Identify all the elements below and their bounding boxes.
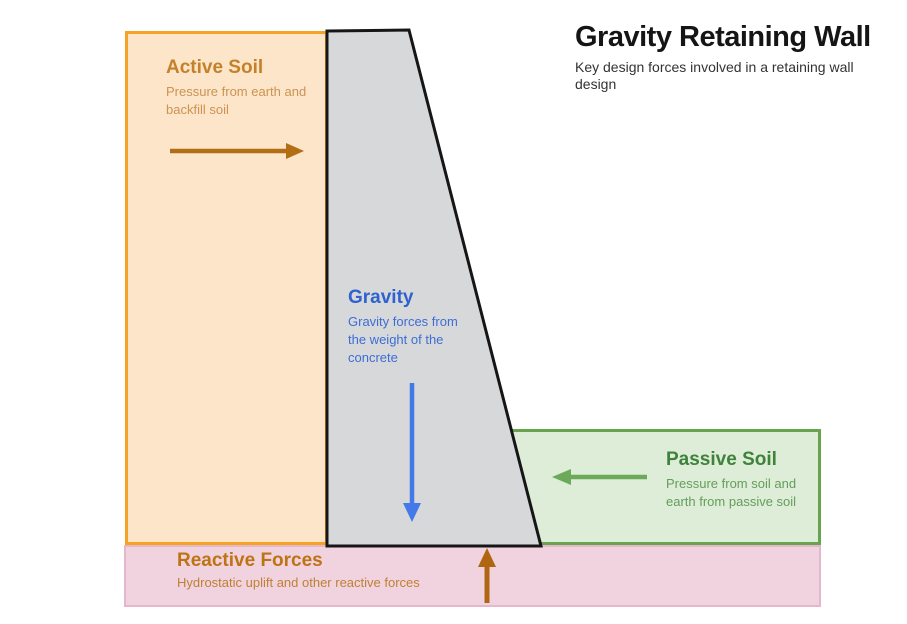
passive-soil-description: Pressure from soil and earth from passiv…	[666, 475, 797, 510]
passive-soil-heading: Passive Soil	[666, 449, 777, 470]
gravity-arrow-icon	[403, 383, 421, 522]
reactive-forces-description: Hydrostatic uplift and other reactive fo…	[177, 574, 420, 590]
reactive-forces-heading: Reactive Forces	[177, 550, 323, 571]
reactive-forces-label: Reactive Forces Hydrostatic uplift and o…	[177, 550, 597, 592]
gravity-description: Gravity forces from the weight of the co…	[348, 313, 458, 366]
reactive-forces-region	[124, 545, 821, 607]
title-block: Gravity Retaining Wall Key design forces…	[575, 21, 890, 94]
active-soil-region	[125, 31, 328, 545]
page-subtitle: Key design forces involved in a retainin…	[575, 58, 854, 93]
active-soil-description: Pressure from earth and backfill soil	[166, 83, 307, 118]
active-soil-label: Active Soil Pressure from earth and back…	[166, 57, 336, 119]
gravity-label: Gravity Gravity forces from the weight o…	[348, 287, 478, 367]
passive-soil-region	[500, 429, 821, 545]
active-soil-heading: Active Soil	[166, 57, 264, 78]
gravity-heading: Gravity	[348, 287, 414, 308]
page-title: Gravity Retaining Wall	[575, 21, 871, 53]
passive-soil-label: Passive Soil Pressure from soil and eart…	[666, 449, 811, 511]
